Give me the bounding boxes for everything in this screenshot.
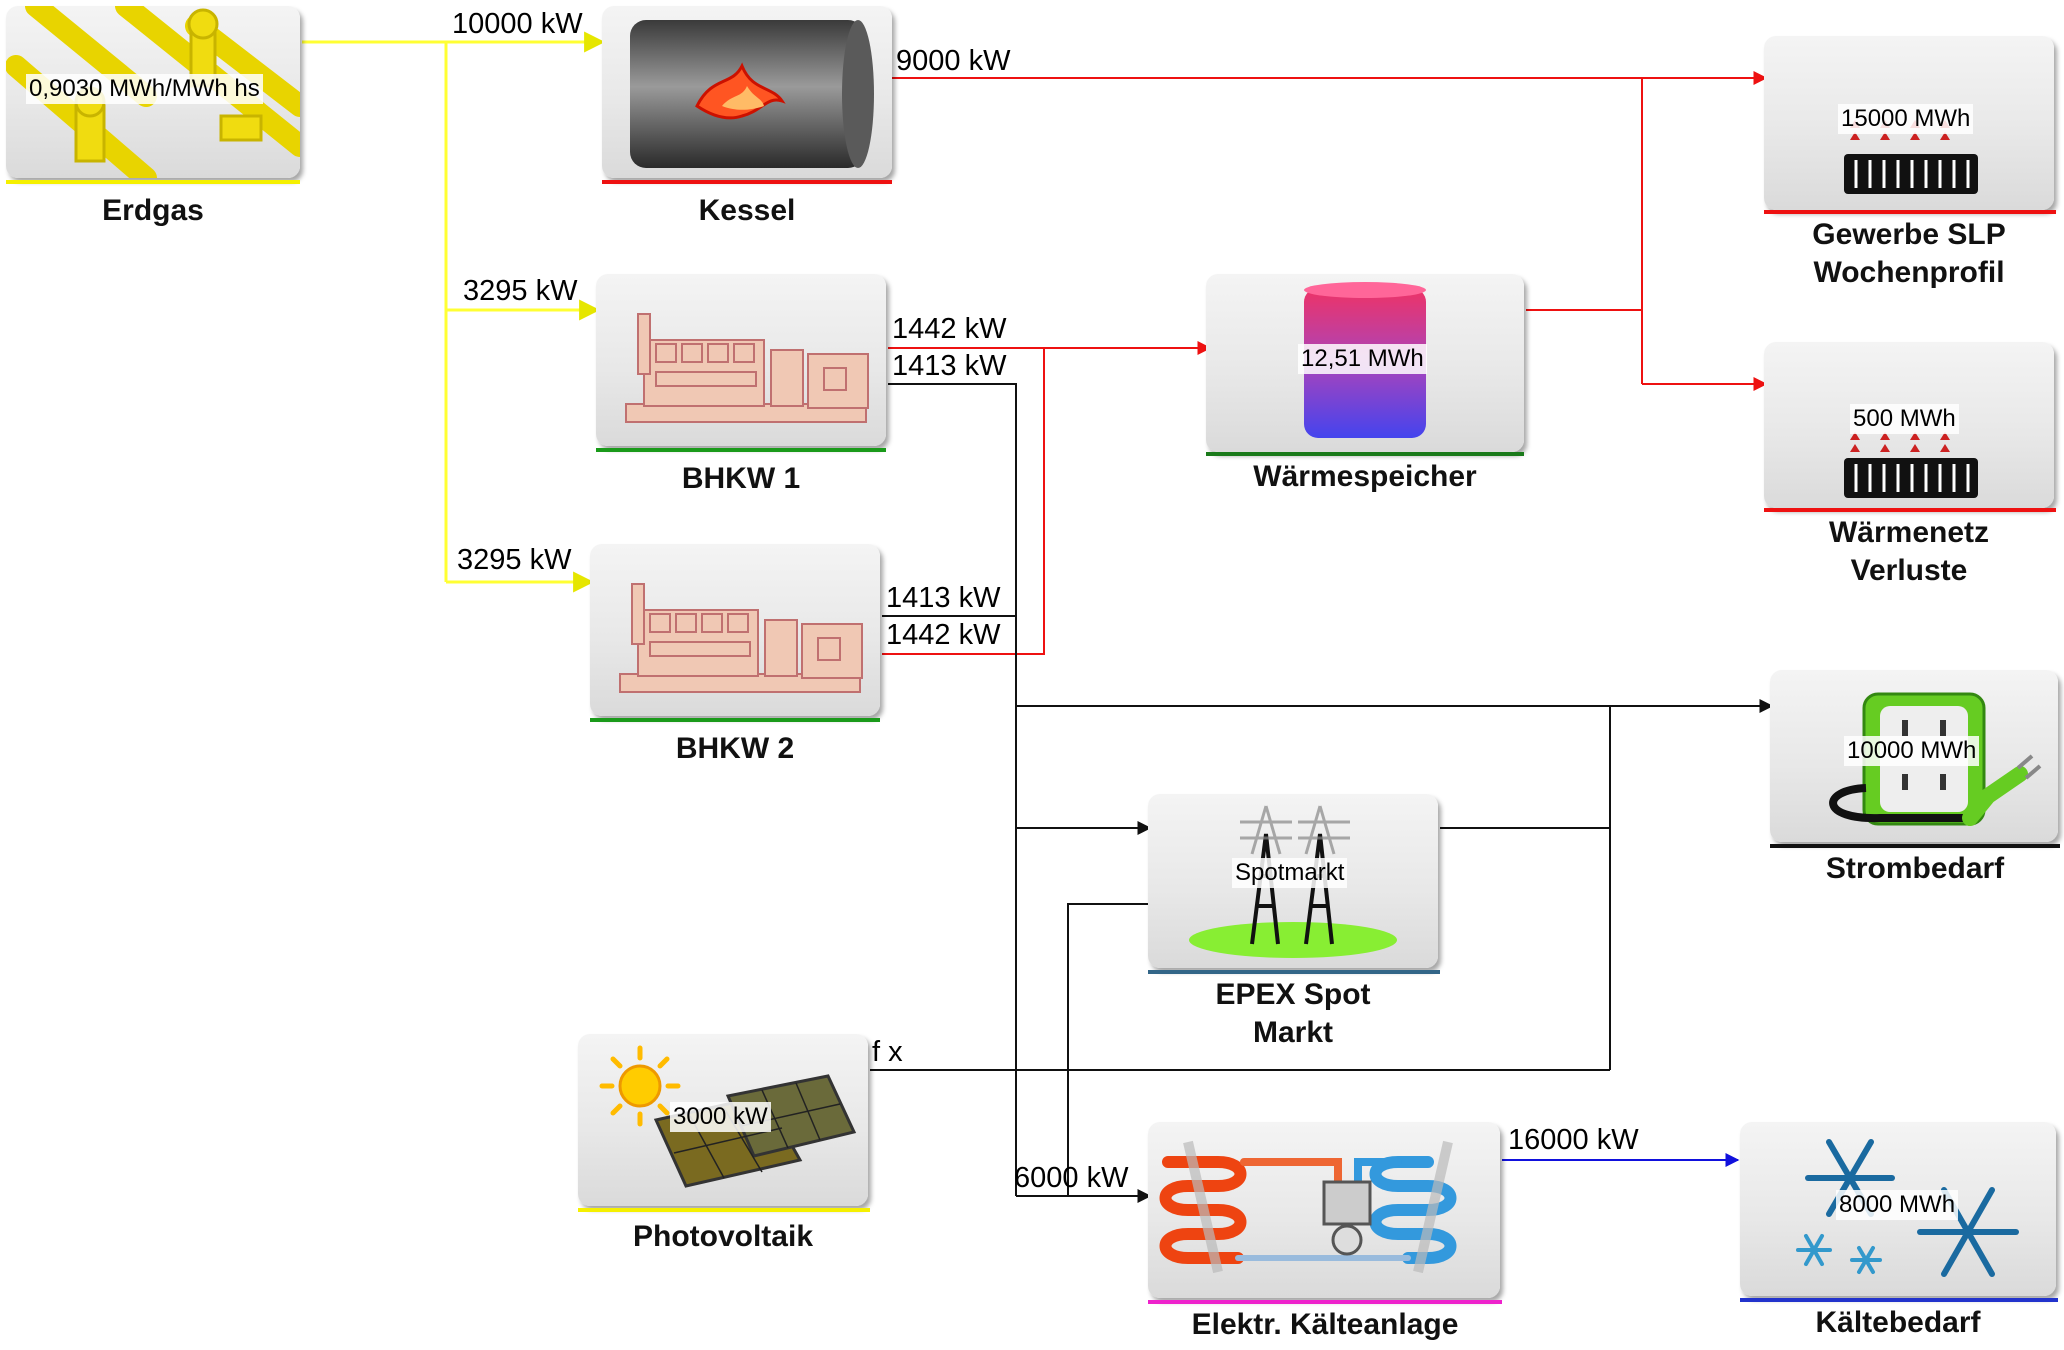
node-kaelteanlage[interactable]: Elektr. Kälteanlage (1148, 1122, 1502, 1350)
waermespeicher-label: Wärmespeicher (1253, 460, 1477, 493)
erdgas-underline (6, 180, 300, 184)
chiller-icon (1159, 1140, 1457, 1274)
kaelteanlage-tile[interactable] (1148, 1122, 1500, 1298)
bhkw2-label: BHKW 2 (675, 732, 795, 765)
epex-label-line1: EPEX Spot (1215, 978, 1371, 1011)
node-strombedarf[interactable]: 10000 MWh Strombedarf (1770, 670, 2060, 900)
edge-label-chiller-out: 16000 kW (1508, 1124, 1639, 1156)
kessel-underline (602, 180, 892, 184)
sun-icon (599, 1045, 681, 1127)
power-line-epex-chiller (1067, 903, 1150, 1196)
edge-label-kessel-heat: 9000 kW (896, 45, 1011, 77)
erdgas-value: 0,9030 MWh/MWh hs (26, 74, 263, 104)
bhkw2-tile[interactable] (590, 544, 880, 716)
edge-label-bhkw2-power: 1413 kW (886, 582, 1001, 614)
strombedarf-label: Strombedarf (1825, 852, 2005, 885)
waermenetz-tile[interactable] (1764, 342, 2054, 508)
bhkw1-tile[interactable] (596, 274, 886, 446)
edge-label-bhkw1-heat: 1442 kW (892, 313, 1007, 345)
epex-value: Spotmarkt (1232, 858, 1348, 888)
chp-engine-icon (625, 313, 869, 423)
node-epex[interactable]: Spotmarkt EPEX Spot Markt (1148, 794, 1440, 1054)
chp-engine-icon (619, 583, 863, 693)
heat-line-bhkw2 (882, 348, 1045, 655)
node-waermespeicher[interactable]: 12,51 MWh Wärmespeicher (1206, 274, 1526, 504)
edge-label-pv-out: f x (872, 1036, 903, 1068)
kaeltebedarf-label: Kältebedarf (1815, 1306, 1981, 1339)
waermespeicher-underline (1206, 452, 1524, 456)
gewerbe-label-line1: Gewerbe SLP (1812, 218, 2006, 251)
waermespeicher-value: 12,51 MWh (1298, 344, 1427, 374)
waermenetz-underline (1764, 508, 2056, 512)
power-line-bhkw1 (888, 383, 1017, 1196)
gewerbe-underline (1764, 210, 2056, 214)
edge-label-gas-kessel: 10000 kW (452, 8, 583, 40)
node-bhkw1[interactable]: BHKW 1 (596, 274, 888, 504)
kessel-label: Kessel (698, 194, 796, 227)
edge-label-gas-bhkw1: 3295 kW (463, 275, 578, 307)
edge-label-bhkw1-power: 1413 kW (892, 350, 1007, 382)
erdgas-label: Erdgas (102, 194, 204, 227)
kaelteanlage-underline (1148, 1300, 1502, 1304)
bhkw1-label: BHKW 1 (681, 462, 801, 495)
epex-label-line2: Markt (1252, 1016, 1334, 1049)
photovoltaik-underline (578, 1208, 870, 1212)
node-erdgas[interactable]: 0,9030 MWh/MWh hs Erdgas (6, 6, 302, 236)
edge-label-gas-bhkw2: 3295 kW (457, 544, 572, 576)
bhkw1-underline (596, 448, 886, 452)
kaeltebedarf-value: 8000 MWh (1836, 1190, 1959, 1220)
epex-underline (1148, 970, 1440, 974)
node-bhkw2[interactable]: BHKW 2 (590, 544, 882, 774)
node-waermenetz[interactable]: 500 MWh Wärmenetz Verluste (1764, 342, 2056, 602)
node-photovoltaik[interactable]: 3000 kW Photovoltaik (578, 1034, 870, 1264)
node-kessel[interactable]: Kessel (602, 6, 892, 236)
kaelteanlage-label: Elektr. Kälteanlage (1191, 1308, 1459, 1341)
bhkw2-underline (590, 718, 880, 722)
gewerbe-value: 15000 MWh (1838, 104, 1974, 134)
strombedarf-value: 10000 MWh (1844, 736, 1980, 766)
waermenetz-label-line2: Verluste (1850, 554, 1968, 587)
kessel-tile[interactable] (602, 6, 892, 178)
gas-line-main (302, 40, 448, 582)
boiler-icon (630, 20, 874, 168)
radiator-icon (1844, 432, 1978, 498)
edge-label-bhkw2-heat: 1442 kW (886, 619, 1001, 651)
gewerbe-label-line2: Wochenprofil (1813, 256, 2005, 289)
node-kaeltebedarf[interactable]: 8000 MWh Kältebedarf (1740, 1122, 2058, 1350)
waermenetz-label-line1: Wärmenetz (1828, 516, 1990, 549)
waermenetz-value: 500 MWh (1850, 404, 1959, 434)
edge-label-chiller-in: 6000 kW (1014, 1162, 1129, 1194)
strombedarf-underline (1770, 844, 2060, 848)
photovoltaik-label: Photovoltaik (632, 1220, 813, 1253)
node-gewerbe[interactable]: 15000 MWh Gewerbe SLP Wochenprofil (1764, 36, 2056, 296)
radiator-icon (1844, 120, 1978, 194)
kaeltebedarf-underline (1740, 1298, 2058, 1302)
photovoltaik-value: 3000 kW (670, 1102, 771, 1132)
